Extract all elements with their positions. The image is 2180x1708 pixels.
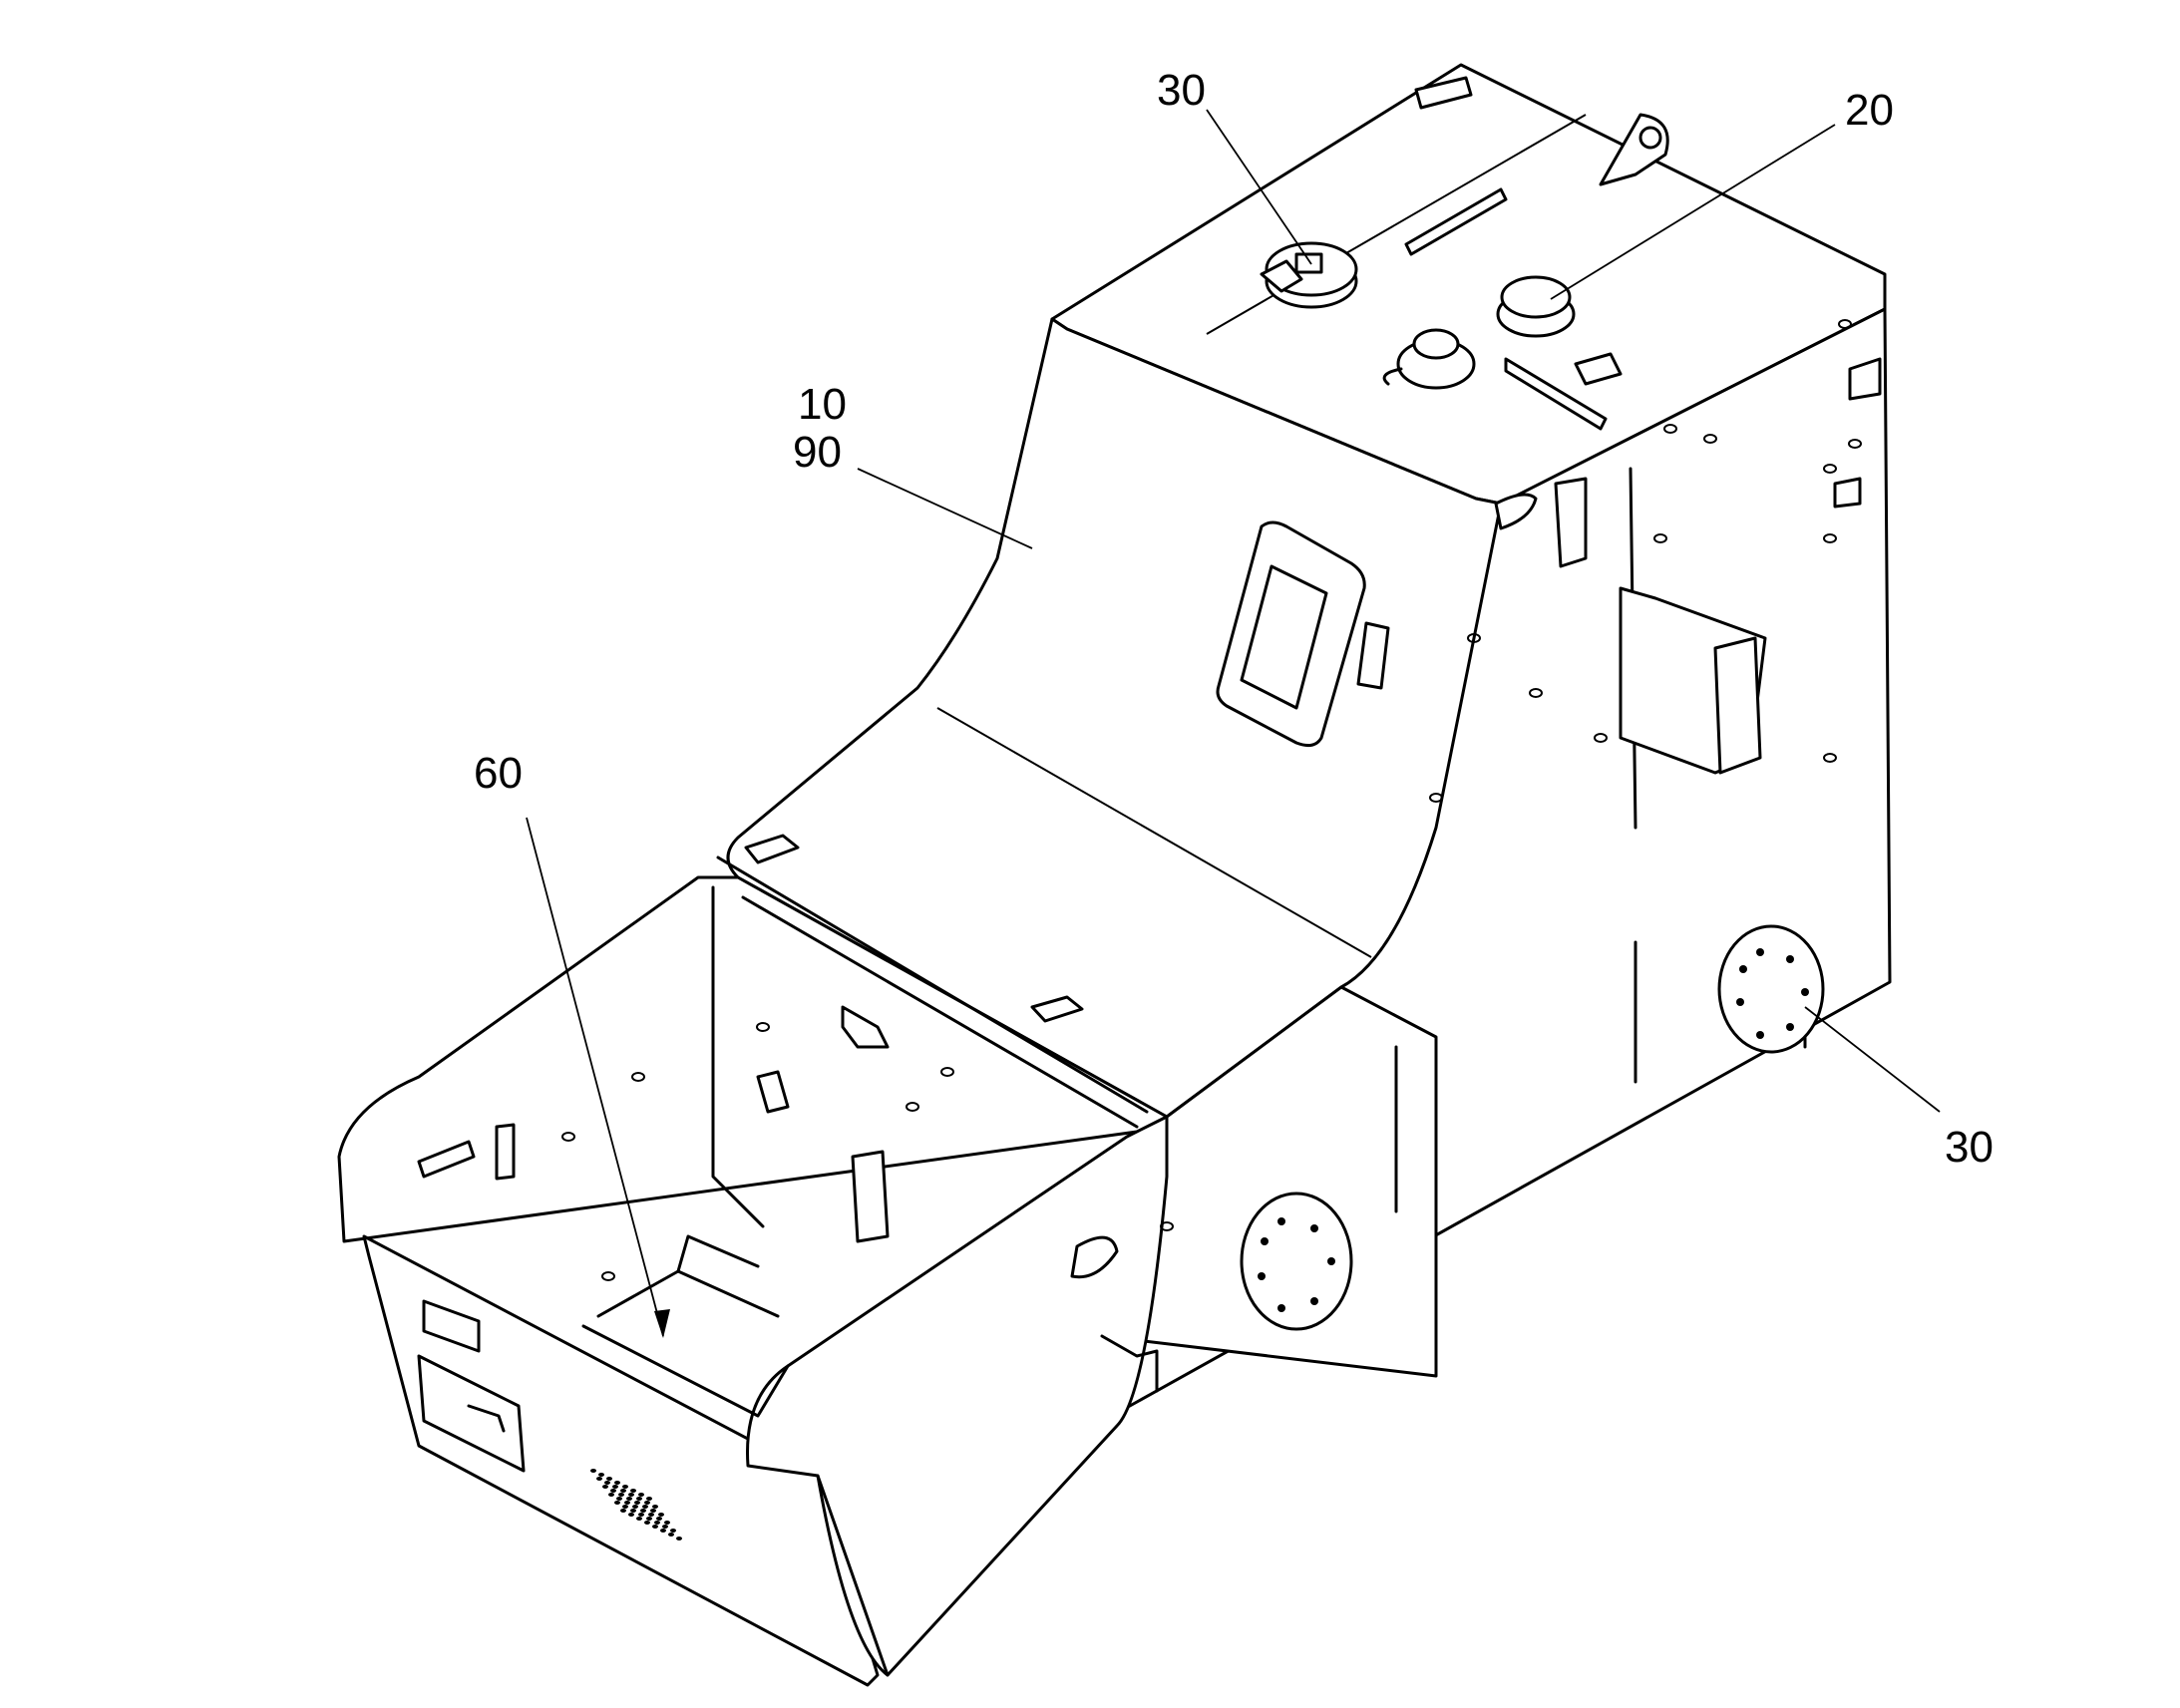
mounting-brackets	[417, 76, 1882, 1279]
vent-hole	[644, 1501, 650, 1505]
sensor-gauge	[1382, 328, 1476, 390]
leader-lines	[526, 109, 1941, 1338]
bolt-hole	[1429, 793, 1443, 803]
vent-hole	[670, 1529, 676, 1533]
vent-hole	[606, 1477, 612, 1481]
vent-hole	[676, 1537, 682, 1540]
vent-hole	[642, 1505, 648, 1509]
vent-hole	[614, 1481, 620, 1485]
bolt-hole	[940, 1067, 954, 1077]
bolt-hole	[1594, 733, 1608, 743]
vent-hole	[610, 1489, 616, 1493]
vent-hole	[656, 1517, 662, 1521]
oil-filler-cap	[1496, 275, 1576, 338]
vent-hole	[590, 1469, 596, 1473]
bolt-hole	[601, 1271, 615, 1281]
vent-hole	[598, 1473, 604, 1477]
bolt-hole	[756, 1022, 770, 1032]
bolt-hole	[1160, 1221, 1174, 1231]
vent-hole	[646, 1517, 652, 1521]
vent-hole	[636, 1497, 642, 1501]
bolt-hole	[1823, 533, 1837, 543]
vent-hole	[658, 1513, 664, 1517]
vent-grille	[590, 1469, 682, 1540]
chassis-outline	[337, 63, 1892, 1687]
vent-hole	[612, 1485, 618, 1489]
cover-plate-rear	[1717, 924, 1825, 1054]
vent-hole	[622, 1505, 628, 1509]
bolt-hole	[561, 1132, 575, 1142]
vent-hole	[602, 1485, 608, 1489]
bolt-hole	[1663, 424, 1677, 434]
bolt-hole	[906, 1102, 919, 1112]
vent-hole	[632, 1505, 638, 1509]
vent-hole	[646, 1497, 652, 1501]
vent-hole	[652, 1525, 658, 1529]
bolt-hole	[1823, 753, 1837, 763]
vent-hole	[668, 1533, 674, 1537]
bolt-hole	[1529, 688, 1543, 698]
bolt-hole	[1838, 319, 1852, 329]
vent-hole	[616, 1497, 622, 1501]
vent-hole	[636, 1517, 642, 1521]
vent-hole	[664, 1521, 670, 1525]
vent-hole	[630, 1489, 636, 1493]
cover-plate-side-large	[1240, 1192, 1353, 1331]
bolt-hole	[1823, 464, 1837, 474]
vent-hole	[626, 1497, 632, 1501]
bolt-hole	[631, 1072, 645, 1082]
vent-hole	[628, 1513, 634, 1517]
bolt-holes	[561, 319, 1862, 1281]
inspection-window	[1216, 520, 1366, 748]
vent-hole	[630, 1509, 636, 1513]
vent-hole	[628, 1493, 634, 1497]
vent-hole	[618, 1493, 624, 1497]
vent-hole	[660, 1529, 666, 1533]
vent-hole	[604, 1481, 610, 1485]
bolt-hole	[1653, 533, 1667, 543]
bolt-hole	[1467, 633, 1481, 643]
vent-hole	[650, 1509, 656, 1513]
vent-hole	[640, 1509, 646, 1513]
callout-90: 90	[793, 428, 842, 477]
vent-hole	[624, 1501, 630, 1505]
callout-30-side: 30	[1945, 1123, 1994, 1172]
vent-hole	[638, 1493, 644, 1497]
bolt-hole	[1703, 434, 1717, 444]
vent-hole	[620, 1489, 626, 1493]
vent-hole	[596, 1477, 602, 1481]
callout-20: 20	[1845, 86, 1894, 135]
vent-hole	[614, 1501, 620, 1505]
vent-hole	[638, 1513, 644, 1517]
vent-hole	[620, 1509, 626, 1513]
vent-hole	[634, 1501, 640, 1505]
vent-hole	[644, 1521, 650, 1525]
bolt-hole	[1848, 439, 1862, 449]
front-panel-openings	[417, 1299, 526, 1473]
callout-60: 60	[474, 749, 523, 798]
vent-hole	[662, 1525, 668, 1529]
vent-hole	[648, 1513, 654, 1517]
callout-30-top: 30	[1157, 66, 1206, 115]
vent-hole	[652, 1505, 658, 1509]
vent-hole	[654, 1521, 660, 1525]
vent-hole	[608, 1493, 614, 1497]
callout-10: 10	[798, 380, 847, 429]
filler-cap-with-key	[1260, 241, 1358, 309]
vent-hole	[622, 1485, 628, 1489]
